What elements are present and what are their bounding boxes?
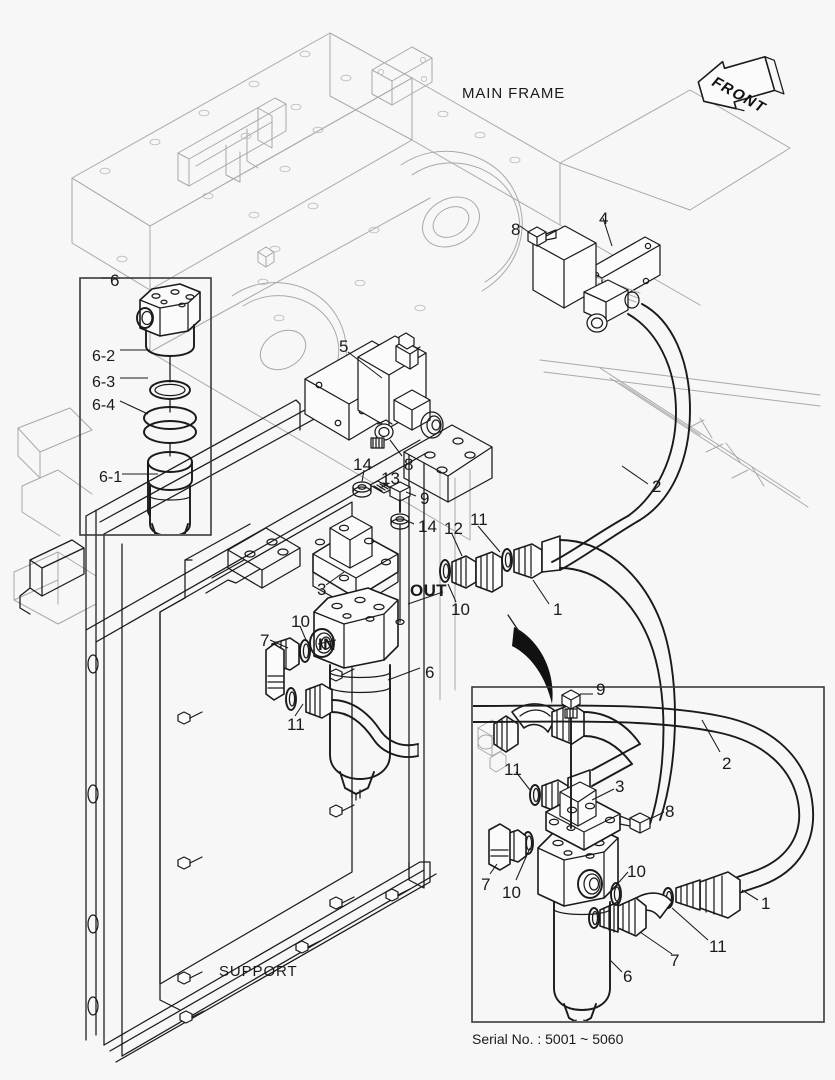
fasteners-group (352, 480, 411, 626)
callout-m-4: 4 (599, 209, 609, 228)
elbow-fitting-7-in (265, 637, 419, 758)
support-structure (19, 346, 493, 1063)
callout-br-11b: 11 (709, 937, 727, 956)
callout-m-8mid: 8 (404, 455, 414, 474)
callout-6-2: 6-2 (92, 348, 116, 365)
bottom-right-inset (471, 686, 825, 1023)
left-inset (79, 277, 212, 536)
front-arrow-graphic (697, 55, 785, 112)
callout-m-8top: 8 (511, 220, 521, 239)
callout-br-7a: 7 (481, 875, 491, 894)
callout-6-4: 6-4 (92, 397, 116, 414)
callout-6-3: 6-3 (92, 374, 116, 391)
callout-m-6: 6 (425, 663, 435, 682)
support-label: SUPPORT (219, 963, 298, 980)
leader-lines-main (269, 217, 649, 717)
callout-m-1: 1 (553, 600, 563, 619)
callout-br-3: 3 (615, 777, 625, 796)
callout-6-1: 6-1 (99, 469, 123, 486)
callout-m-11bot: 11 (287, 715, 305, 734)
main-frame-label: MAIN FRAME (462, 85, 566, 102)
outlet-fittings (439, 535, 676, 825)
callout-m-9: 9 (420, 489, 430, 508)
callout-br-7b: 7 (670, 951, 680, 970)
callout-m-10in: 10 (291, 612, 310, 631)
callout-m-13: 13 (381, 469, 400, 488)
callout-6: 6 (110, 271, 120, 290)
callout-m-5: 5 (339, 337, 349, 356)
valve-mount-plate-5 (304, 332, 444, 449)
callout-br-6: 6 (623, 967, 633, 986)
callout-m-11top: 11 (470, 510, 488, 529)
view-reference-arrow (512, 627, 553, 704)
callout-br-10a: 10 (502, 883, 521, 902)
callout-m-10out: 10 (451, 600, 470, 619)
callout-br-11a: 11 (504, 760, 522, 779)
outlet-label: OUT (410, 581, 447, 600)
hose-2-lower (551, 515, 641, 571)
callout-br-8: 8 (665, 802, 675, 821)
serial-number-note: Serial No. : 5001 ~ 5060 (472, 1031, 624, 1047)
callout-m-14b: 14 (418, 517, 437, 536)
callout-br-10b: 10 (627, 862, 646, 881)
callout-m-3: 3 (317, 580, 327, 599)
callout-br-9: 9 (596, 680, 606, 699)
callout-br-2: 2 (722, 754, 732, 773)
filter-assembly-6 (309, 587, 399, 801)
callout-m-12: 12 (444, 519, 463, 538)
callout-m-14a: 14 (353, 455, 372, 474)
valve-mount-plate-4 (527, 225, 691, 521)
callout-br-1: 1 (761, 894, 771, 913)
filter-bracket-3 (312, 515, 399, 611)
callout-m-7: 7 (260, 631, 270, 650)
inlet-label: IN (318, 635, 336, 654)
callout-m-2: 2 (652, 477, 662, 496)
